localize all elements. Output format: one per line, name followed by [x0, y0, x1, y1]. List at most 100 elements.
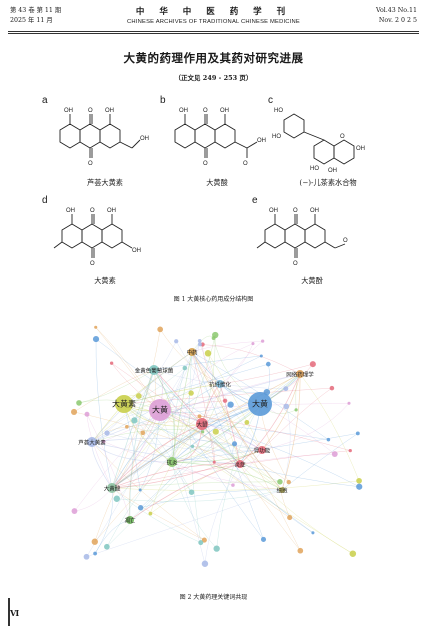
network-edge: [111, 403, 261, 489]
network-edge: [111, 463, 241, 489]
network-minor-node: [309, 361, 316, 368]
network-minor-node: [92, 336, 100, 343]
network-edge: [111, 383, 221, 489]
panel-letter-b: b: [160, 95, 166, 106]
network-edge: [204, 463, 241, 564]
svg-text:HO: HO: [310, 166, 319, 172]
svg-text:O: O: [88, 108, 93, 114]
network-edge: [94, 487, 113, 554]
network-minor-node: [356, 477, 362, 484]
network-minor-node: [211, 336, 216, 340]
network-edge: [123, 403, 192, 493]
header-left: 第 43 卷 第 11 期 2025 年 11 月: [10, 6, 61, 26]
network-edge: [191, 351, 283, 491]
network-node-label: 大鼠: [196, 421, 208, 429]
network-minor-node: [135, 393, 142, 399]
network-node: [188, 348, 196, 356]
network-edge: [159, 343, 254, 411]
header-rule-bottom: [8, 33, 419, 34]
network-minor-node: [140, 430, 146, 436]
network-edge: [123, 403, 353, 554]
network-minor-node: [174, 339, 179, 344]
compound-name-a: 芦荟大黄素: [87, 178, 123, 187]
network-minor-node: [104, 543, 110, 550]
network-minor-node: [244, 420, 250, 425]
network-minor-node: [283, 386, 289, 392]
network-minor-node: [311, 531, 315, 535]
network-edge: [94, 423, 203, 542]
svg-text:O: O: [203, 161, 208, 167]
network-minor-node: [204, 349, 212, 357]
network-edge: [171, 373, 301, 463]
network-minor-node: [91, 538, 98, 545]
network-edge: [111, 362, 203, 425]
network-minor-node: [287, 515, 293, 521]
network-edge: [95, 338, 263, 451]
network-edge: [171, 449, 263, 463]
network-edge: [73, 411, 241, 465]
network-minor-node: [101, 439, 106, 444]
network-minor-node: [326, 437, 331, 442]
svg-text:OH: OH: [310, 208, 319, 214]
network-edge: [159, 329, 221, 385]
svg-text:OH: OH: [66, 208, 75, 214]
network-minor-node: [125, 424, 129, 429]
network-minor-node: [329, 385, 335, 391]
network-node: [296, 370, 304, 378]
network-minor-node: [138, 488, 142, 492]
network-minor-node: [201, 430, 205, 434]
svg-text:HO: HO: [274, 108, 283, 114]
header-rule-top: [8, 31, 419, 32]
network-minor-node: [188, 390, 194, 396]
panel-letter-a: a: [42, 95, 48, 106]
network-node: [149, 399, 171, 421]
network-edge: [299, 373, 360, 481]
network-edge: [150, 449, 263, 514]
network-node-label: 肾功能: [254, 447, 271, 455]
network-edge: [111, 450, 351, 489]
svg-text:HO: HO: [272, 134, 281, 140]
network-edge: [239, 453, 335, 465]
network-minor-node: [83, 553, 90, 560]
network-edge: [91, 355, 262, 443]
network-edge: [153, 355, 262, 371]
svg-text:O: O: [293, 261, 298, 267]
network-edge: [191, 351, 215, 463]
network-edge: [111, 329, 161, 489]
network-minor-node: [76, 400, 82, 406]
network-edge: [219, 383, 241, 465]
network-edge: [106, 432, 263, 452]
network-minor-node: [222, 398, 228, 403]
svg-text:O: O: [203, 108, 208, 114]
network-minor-node: [227, 401, 234, 408]
network-node: [216, 380, 224, 388]
network-edge: [129, 432, 143, 521]
network-edge: [140, 373, 301, 508]
network-edge: [191, 351, 226, 401]
network-edge: [73, 369, 155, 413]
network-node: [126, 516, 134, 524]
network-node-label: 金黄色葡萄球菌: [135, 367, 174, 375]
volume-cn: 第 43 卷 第 11 期: [10, 7, 62, 14]
network-edge: [201, 423, 329, 440]
network-edge: [94, 519, 131, 554]
network-edge: [123, 387, 332, 405]
network-minor-node: [231, 483, 235, 487]
svg-text:O: O: [343, 238, 348, 244]
network-edge: [123, 403, 314, 534]
network-node: [196, 418, 208, 430]
network-minor-node: [251, 342, 255, 346]
network-node-label: 大黄酸: [104, 485, 121, 493]
svg-text:O: O: [293, 208, 298, 214]
network-node: [279, 487, 285, 493]
network-minor-node: [104, 430, 110, 436]
network-minor-node: [356, 483, 363, 490]
network-edge: [106, 403, 261, 547]
network-edge: [261, 387, 333, 451]
network-edge: [78, 369, 155, 404]
network-edge: [111, 449, 263, 489]
svg-text:OH: OH: [220, 108, 229, 114]
network-node: [107, 483, 117, 493]
